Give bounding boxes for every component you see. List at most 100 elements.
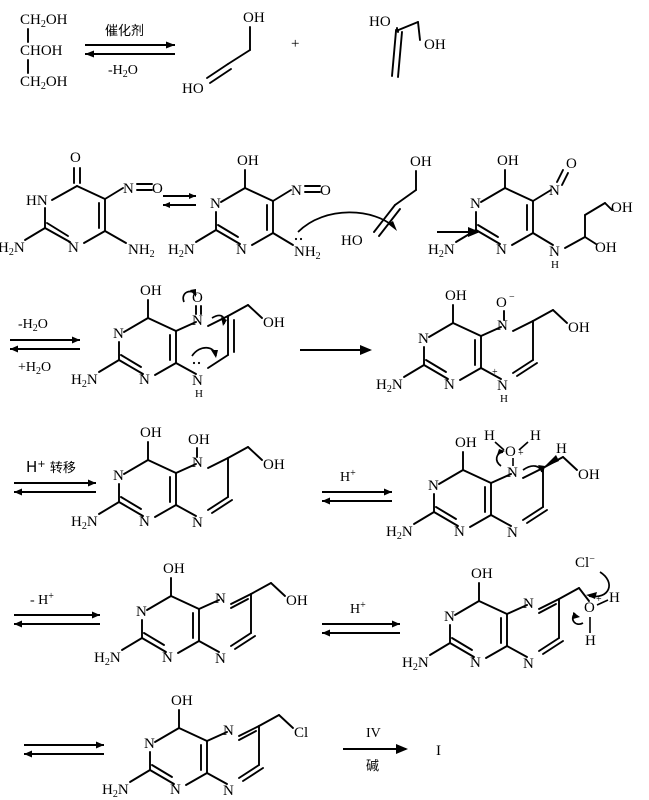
plus-sign: + [291, 36, 299, 52]
oxo-b6 [462, 469, 492, 484]
arrow-step-6: H+ 转移 [14, 458, 96, 496]
mechanism-arrow-amine-attack [297, 211, 396, 233]
pym2-b3-inner [217, 224, 239, 238]
cmp-b1 [154, 727, 180, 743]
enolR-b1 [394, 189, 417, 206]
oxo-b3 [433, 511, 459, 527]
adduct-nitroso-o: O [566, 156, 577, 172]
nox-c6-ch2 [532, 309, 554, 322]
label-base: 碱 [366, 759, 379, 774]
cyc-n8: N [192, 373, 203, 389]
pym1-b6 [76, 185, 106, 200]
nox-n3: N [418, 331, 429, 347]
cyc-b6 [147, 317, 177, 332]
pym1-nh: HN [26, 193, 48, 209]
arrow-forward-head [166, 41, 175, 49]
hmp-oh4: OH [163, 561, 185, 577]
oxo-b3-inner [435, 506, 457, 520]
molecule-enol-2: HO OH [369, 14, 446, 78]
cyc-c4a-n5 [175, 321, 197, 332]
label-plus-water: +H2O [18, 360, 51, 377]
n5oh-ch2-o [247, 446, 263, 461]
nox-c7-n8 [512, 359, 534, 374]
pym2-c6-nh2-bond [272, 232, 294, 246]
cmp-n3: N [144, 736, 155, 752]
n5oh-n5-oh: OH [188, 432, 210, 448]
mechanism-arrow-oxide-head [190, 289, 196, 297]
pym2-lonepair-dot-1 [294, 237, 298, 241]
arrow10-forward-head [96, 741, 104, 749]
adduct-nh-h: H [551, 259, 559, 271]
pym1-nitroso-o: O [152, 181, 163, 197]
enol2-oh: OH [424, 37, 446, 53]
arrow5-head [360, 345, 372, 355]
oxo-oh4: OH [455, 435, 477, 451]
molecule-cyclization-intermediate: OH N N H2N N O N H [71, 283, 285, 400]
cyc-b1 [123, 317, 149, 333]
cyc-b4 [154, 362, 177, 376]
ppc-oxonium-charge: + [596, 594, 602, 605]
adduct-side-b1 [564, 236, 586, 249]
adduct-c6-n-bond [532, 232, 554, 246]
oxo-n5-c6 [522, 467, 544, 479]
oxo-c8a-n8 [490, 514, 512, 527]
nox-c7-n8-inner [516, 362, 538, 377]
hmp-c4a-n5 [198, 599, 220, 610]
adduct-no-a [556, 169, 564, 183]
cmp-ch2-cl [278, 714, 294, 729]
nox-ch2-o [552, 309, 568, 324]
row-6-final-product: OH N N H2N N N [24, 693, 441, 800]
label-h-plus-2: H+ [350, 600, 366, 617]
n5oh-b4 [154, 504, 177, 518]
label-minus-water-2: -H2O [18, 317, 48, 334]
cmp-n5-c6-inner [238, 730, 257, 741]
enol2-ho: HO [369, 14, 391, 30]
cyc-oh: OH [140, 283, 162, 299]
cyc-n1: N [139, 372, 150, 388]
n5oh-b6 [147, 459, 177, 474]
cmp-b3-inner [151, 764, 173, 778]
hmp-n8: N [215, 651, 226, 667]
n5oh-n3: N [113, 468, 124, 484]
n5oh-n5-c6 [207, 457, 229, 469]
n5oh-ch2oh: OH [263, 457, 285, 473]
pym1-c6-nh2: NH2 [128, 242, 155, 260]
adduct-b4 [511, 232, 534, 246]
oxo-ch2oh: OH [578, 467, 600, 483]
arrow-step-10 [24, 741, 104, 758]
nox-c2-nh2-bond [403, 364, 425, 378]
enol1-bond-double-inner [209, 68, 232, 84]
pym2-b3 [215, 229, 241, 245]
cyc-n8-h: H [195, 388, 203, 400]
pym2-n1: N [236, 242, 247, 258]
hmp-ch2oh: OH [286, 593, 308, 609]
n5oh-n5: N [192, 455, 203, 471]
pym2-c5-n-bond [272, 189, 292, 202]
enolR-oh: OH [410, 154, 432, 170]
pym2-b6 [244, 187, 274, 202]
n5oh-n1: N [139, 514, 150, 530]
adduct-side-b3 [584, 202, 606, 216]
ppc-n3: N [444, 609, 455, 625]
arrow6-forward-head [88, 479, 96, 487]
molecule-oxonium-intermediate: OH N N H2N N O + H H [386, 428, 600, 542]
nox-n5-c6 [512, 320, 534, 332]
label-minus-h-plus: - H+ [30, 591, 54, 608]
adduct-side-oh-top: OH [611, 200, 633, 216]
cyc-c2-nh2: H2N [71, 372, 98, 390]
arrow10-reverse-head [24, 750, 32, 758]
cmp-b6 [178, 727, 208, 742]
ppc-o-h-right-bond [596, 599, 609, 606]
cyc-n5-oxide-o: O [192, 290, 203, 306]
cmp-oh4: OH [171, 693, 193, 709]
arrow-step-5 [300, 345, 372, 355]
pym1-o-label: O [70, 150, 81, 166]
label-h-plus-1: H+ [340, 468, 356, 485]
label-reagent-iv: IV [366, 726, 381, 741]
ppc-c7-n8-inner [542, 640, 564, 655]
ppc-n8: N [523, 656, 534, 672]
label-h-plus-transfer: H+ 转移 [26, 458, 76, 476]
hmp-b3 [141, 637, 167, 653]
adduct-side-b4 [604, 202, 613, 211]
arrow-step-11: IV 碱 I [343, 726, 441, 774]
